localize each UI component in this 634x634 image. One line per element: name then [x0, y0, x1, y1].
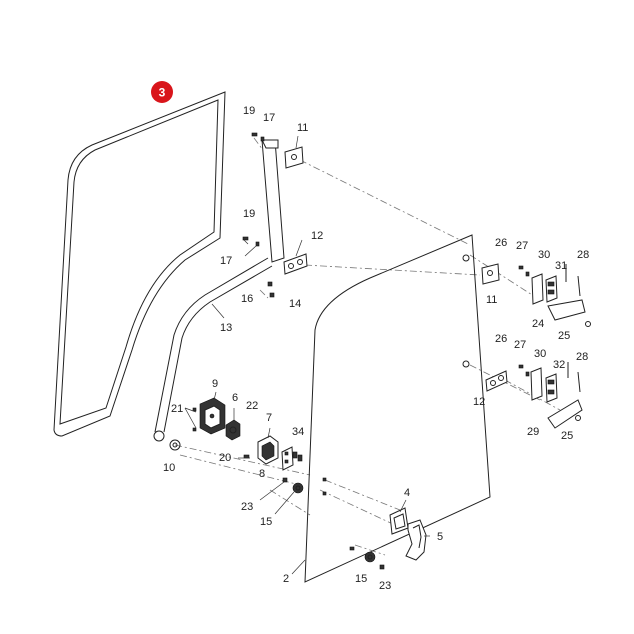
label-10: 10	[163, 462, 175, 474]
lower-latch-assembly	[530, 362, 583, 429]
label-2: 2	[283, 573, 289, 585]
label-7: 7	[266, 412, 272, 424]
label-14: 14	[289, 298, 301, 310]
label-12a: 12	[311, 230, 323, 242]
label-21: 21	[171, 403, 183, 415]
fasteners	[192, 132, 530, 570]
label-5: 5	[437, 531, 443, 543]
label-8: 8	[259, 468, 265, 480]
label-19a: 19	[243, 105, 255, 117]
label-23b: 23	[379, 580, 391, 592]
label-15b: 15	[355, 573, 367, 585]
label-27b: 27	[514, 339, 526, 351]
label-24: 24	[532, 318, 544, 330]
label-22: 22	[246, 400, 258, 412]
washer-15b-hole	[367, 554, 373, 560]
label-32: 32	[553, 359, 565, 371]
lock-body	[199, 397, 226, 435]
leader-lines	[184, 135, 430, 575]
mount-plate-12b	[485, 370, 508, 392]
label-11a: 11	[297, 122, 308, 134]
label-30b: 30	[534, 348, 546, 360]
washer-15a	[292, 482, 304, 494]
label-16: 16	[241, 293, 253, 305]
label-28b: 28	[576, 351, 588, 363]
label-15a: 15	[260, 516, 272, 528]
label-29: 29	[527, 426, 539, 438]
label-26a: 26	[495, 237, 507, 249]
hinge-bar	[261, 139, 285, 263]
mount-plate-11b	[481, 263, 500, 285]
label-11b: 11	[486, 294, 497, 306]
curved-support-arm	[153, 257, 273, 442]
label-27a: 27	[516, 240, 528, 252]
label-9: 9	[212, 378, 218, 390]
label-17a: 17	[263, 112, 275, 124]
washer-10-hole	[172, 442, 178, 448]
door-seal	[53, 91, 226, 437]
label-30a: 30	[538, 249, 550, 261]
label-31: 31	[555, 260, 567, 272]
glass-door-panel	[304, 234, 491, 583]
label-23a: 23	[241, 501, 253, 513]
glass-hole-upper	[462, 254, 470, 262]
upper-latch-assembly	[531, 264, 591, 327]
plate-8	[281, 446, 294, 471]
mount-plate-11a	[284, 146, 304, 169]
label-4: 4	[404, 487, 410, 499]
label-25a: 25	[558, 330, 570, 342]
label-20: 20	[219, 452, 231, 464]
label-6: 6	[232, 392, 238, 404]
glass-hole-lower	[462, 360, 470, 368]
door-handle	[405, 519, 427, 561]
washer-10	[169, 439, 181, 451]
mount-plate-12a	[283, 253, 308, 275]
label-25b: 25	[561, 430, 573, 442]
callout-3-number: 3	[159, 86, 166, 100]
label-28a: 28	[577, 249, 589, 261]
washer-15a-hole	[295, 485, 301, 491]
hinge-block	[257, 435, 279, 465]
part-labels: 19 17 11 19 17 12 16 14 13 9 21 6 22 7 1…	[163, 105, 589, 592]
washer-15b	[364, 551, 376, 563]
label-12b: 12	[473, 396, 485, 408]
label-19b: 19	[243, 208, 255, 220]
label-13: 13	[220, 322, 232, 334]
label-26b: 26	[495, 333, 507, 345]
spacer-34	[292, 451, 303, 462]
handle-escutcheon	[389, 507, 409, 535]
alignment-lines	[174, 137, 561, 556]
label-17b: 17	[220, 255, 232, 267]
latch-mechanism	[225, 419, 241, 441]
label-34: 34	[292, 426, 304, 438]
callout-3-badge: 3	[151, 81, 173, 103]
